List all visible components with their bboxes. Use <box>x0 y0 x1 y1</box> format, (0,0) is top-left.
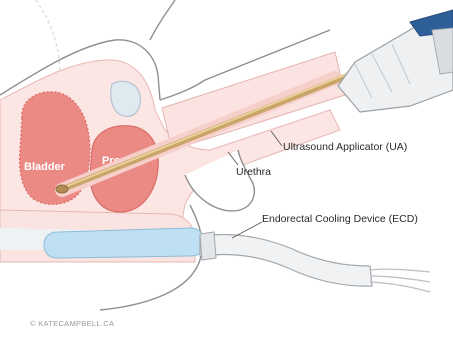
ultrasound-applicator-tip <box>56 185 68 193</box>
urethra-label: Urethra <box>236 166 271 178</box>
ecd-leader-line <box>232 222 262 238</box>
bladder-label: Bladder <box>24 161 66 173</box>
ultrasound-applicator-label: Ultrasound Applicator (UA) <box>283 141 407 153</box>
endorectal-cooling-device-label: Endorectal Cooling Device (ECD) <box>262 213 418 225</box>
abdominal-contour <box>36 0 60 75</box>
copyright-credit: © KATECAMPBELL.CA <box>30 319 114 328</box>
applicator-handle <box>338 10 453 112</box>
